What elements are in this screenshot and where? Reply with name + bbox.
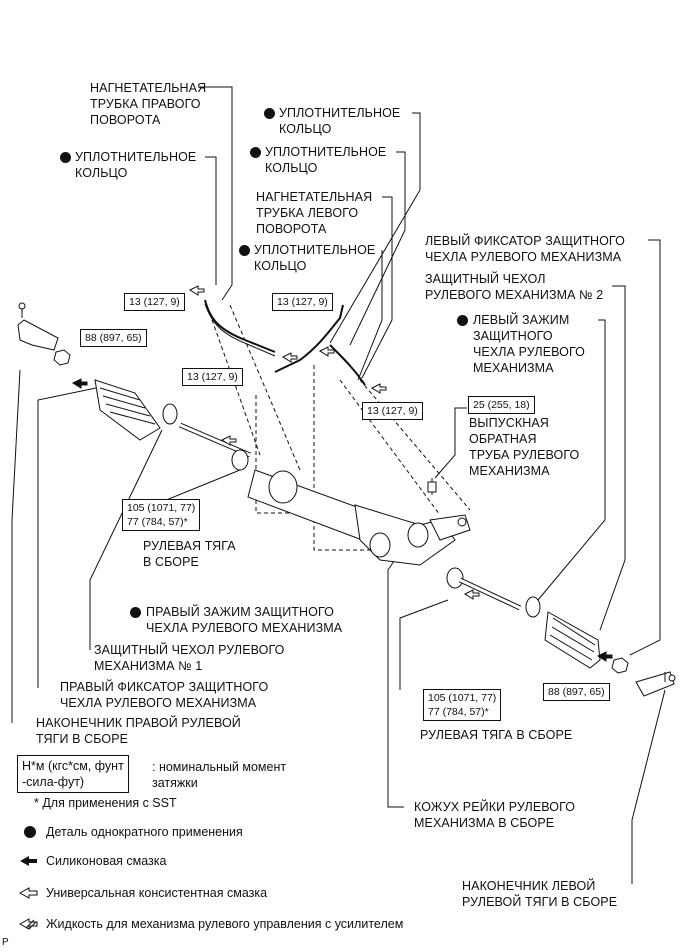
leader-boot-no2 (599, 285, 626, 631)
legend-torque-unit-desc: : номинальный момент затяжки (152, 760, 287, 790)
legend-sst-note: * Для применения с SST (34, 796, 177, 810)
label-pressure-tube-right: НАГНЕТАТЕЛЬНАЯ ТРУБКА ПРАВОГО ПОВОРОТА (90, 81, 207, 127)
torque-spec: 25 (255, 18) (468, 396, 535, 414)
leader-pressure-tube-left (361, 196, 393, 379)
leader-o-ring-top (329, 112, 421, 344)
label-return-tube: ВЫПУСКНАЯ ОБРАТНАЯ ТРУБА РУЛЕВОГО МЕХАНИ… (469, 416, 580, 478)
multipurpose-grease-icon (18, 887, 38, 899)
non-reusable-icon (60, 152, 71, 163)
non-reusable-icon (457, 315, 468, 326)
label-o-ring-left: УПЛОТНИТЕЛЬНОЕ КОЛЬЦО (75, 150, 197, 180)
leader-rack-housing (387, 539, 409, 808)
legend-ps-fluid: Жидкость для механизма рулевого управлен… (46, 917, 404, 931)
torque-spec: 13 (127, 9) (272, 293, 333, 311)
silicone-grease-marker-right (71, 378, 88, 389)
torque-spec: 105 (1071, 77) 77 (784, 57)* (122, 499, 201, 531)
leader-tie-rod-end-right (11, 369, 21, 723)
non-reusable-icon (130, 607, 141, 618)
non-reusable-icon (239, 245, 250, 256)
label-left-boot-clamp: ЛЕВЫЙ ЗАЖИМ ЗАЩИТНОГО ЧЕХЛА РУЛЕВОГО МЕХ… (473, 313, 585, 375)
legend-multipurpose-grease: Универсальная консистентная смазка (46, 886, 268, 900)
ps-fluid-marker-4 (370, 383, 387, 394)
label-right-boot-clamp: ПРАВЫЙ ЗАЖИМ ЗАЩИТНОГО ЧЕХЛА РУЛЕВОГО МЕ… (146, 605, 343, 635)
label-o-ring-top: УПЛОТНИТЕЛЬНОЕ КОЛЬЦО (279, 106, 401, 136)
torque-spec: 88 (897, 65) (543, 683, 610, 701)
label-rack-housing: КОЖУХ РЕЙКИ РУЛЕВОГО МЕХАНИЗМА В СБОРЕ (414, 800, 576, 830)
leader-pressure-tube-right (200, 86, 233, 301)
torque-spec: 88 (897, 65) (80, 329, 147, 347)
label-o-ring-lower: УПЛОТНИТЕЛЬНОЕ КОЛЬЦО (254, 243, 376, 273)
legend-torque-unit-box: Н*м (кгс*см, фунт -сила-фут) (17, 755, 129, 793)
leader-o-ring-mid (349, 151, 406, 346)
corner-mark: P (2, 937, 9, 948)
non-reusable-icon (24, 826, 36, 838)
torque-spec: 105 (1071, 77) 77 (784, 57)* (423, 689, 502, 721)
torque-spec: 13 (127, 9) (362, 402, 423, 420)
label-tie-rod-end-right: НАКОНЕЧНИК ПРАВОЙ РУЛЕВОЙ ТЯГИ В СБОРЕ (36, 716, 241, 746)
leader-o-ring-left (205, 156, 217, 285)
label-boot-no1: ЗАЩИТНЫЙ ЧЕХОЛ РУЛЕВОГО МЕХАНИЗМА № 1 (94, 643, 285, 673)
legend-silicone-grease: Силиконовая смазка (46, 854, 167, 868)
legend-non-reusable: Деталь однократного применения (46, 825, 243, 839)
non-reusable-icon (264, 108, 275, 119)
ps-fluid-marker-2 (281, 352, 298, 363)
label-o-ring-mid: УПЛОТНИТЕЛЬНОЕ КОЛЬЦО (265, 145, 387, 175)
leader-tie-rod-left (399, 599, 449, 690)
leader-tie-rod-end-left (631, 689, 666, 884)
non-reusable-icon (250, 147, 261, 158)
leader-right-boot-clamp (89, 429, 163, 650)
ps-fluid-marker-1 (188, 285, 205, 296)
ps-fluid-icon (18, 918, 38, 930)
leader-left-boot-retainer (629, 239, 661, 656)
leader-left-boot-clamp (537, 319, 606, 601)
torque-spec: 13 (127, 9) (124, 293, 185, 311)
mp-grease-marker-2 (463, 589, 480, 600)
label-tie-rod-right-assy: РУЛЕВАЯ ТЯГА В СБОРЕ (143, 539, 236, 569)
ps-fluid-marker-3 (318, 346, 335, 357)
leader-boot-no1 (37, 387, 97, 688)
label-right-boot-retainer: ПРАВЫЙ ФИКСАТОР ЗАЩИТНОГО ЧЕХЛА РУЛЕВОГО… (60, 680, 269, 710)
label-left-boot-retainer: ЛЕВЫЙ ФИКСАТОР ЗАЩИТНОГО ЧЕХЛА РУЛЕВОГО … (425, 234, 625, 264)
label-tie-rod-left-assy: РУЛЕВАЯ ТЯГА В СБОРЕ (420, 728, 573, 742)
leader-o-ring-lower (357, 250, 383, 381)
label-boot-no2: ЗАЩИТНЫЙ ЧЕХОЛ РУЛЕВОГО МЕХАНИЗМА № 2 (425, 272, 604, 302)
torque-spec: 13 (127, 9) (182, 368, 243, 386)
leader-return-tube (434, 407, 467, 479)
silicone-grease-icon (20, 856, 37, 866)
mp-grease-marker-1 (220, 435, 237, 446)
silicone-grease-marker-left (596, 651, 613, 662)
label-tie-rod-end-left: НАКОНЕЧНИК ЛЕВОЙ РУЛЕВОЙ ТЯГИ В СБОРЕ (462, 879, 618, 909)
label-pressure-tube-left: НАГНЕТАТЕЛЬНАЯ ТРУБКА ЛЕВОГО ПОВОРОТА (256, 190, 373, 236)
